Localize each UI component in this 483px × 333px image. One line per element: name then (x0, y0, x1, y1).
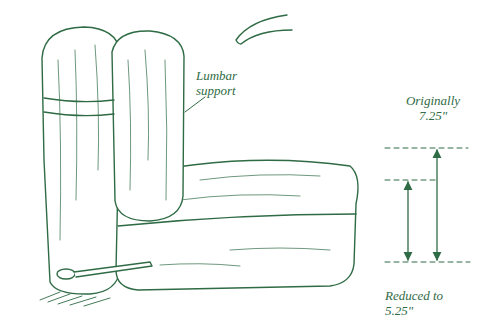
leader-line (185, 97, 205, 112)
dimension-label: Originally 7.25" (400, 93, 466, 123)
lumbar-texture (128, 50, 167, 200)
dimension-extension-line (385, 262, 470, 263)
dimension-extension-line (385, 148, 468, 149)
backrest-texture (58, 45, 99, 240)
seat-texture (160, 175, 330, 266)
dimension-label: Reduced to 5.25" (385, 288, 445, 318)
lumbar-profile-symbol (236, 15, 292, 44)
dimension-arrow (436, 150, 437, 260)
lumbar-cushion (112, 31, 184, 221)
dimension-arrow (407, 182, 408, 260)
backrest (42, 27, 123, 294)
part-label: Lumbar support (196, 68, 256, 98)
adjust-lever (74, 262, 152, 277)
adjust-lever-knob (57, 269, 75, 279)
dimension-extension-line (385, 180, 435, 181)
strap-band (44, 98, 114, 116)
